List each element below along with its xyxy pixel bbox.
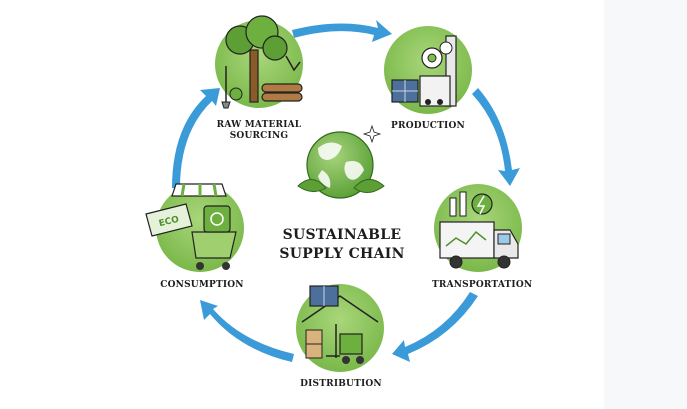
warehouse-forklift-icon: [296, 284, 384, 372]
cycle-arrows: [172, 20, 520, 362]
arrow-raw-to-production: [292, 20, 392, 42]
title-line2: SUPPLY CHAIN: [279, 246, 405, 262]
right-edge-panel: [604, 0, 687, 409]
arrow-consumption-to-raw: [172, 88, 220, 188]
label-transportation: TRANSPORTATION: [432, 280, 532, 290]
eco-tag-label: ECO: [158, 215, 181, 230]
eco-shopping-cart-icon: ECO: [145, 183, 244, 272]
label-raw-line1: RAW MATERIAL: [216, 120, 302, 130]
label-transportation-text: TRANSPORTATION: [432, 280, 533, 290]
label-raw-line2: SOURCING: [229, 131, 289, 141]
arrow-transportation-to-distribution: [392, 292, 478, 362]
label-consumption: CONSUMPTION: [156, 280, 248, 290]
label-distribution-text: DISTRIBUTION: [300, 379, 382, 389]
globe-leaves-icon: [297, 124, 385, 199]
label-distribution: DISTRIBUTION: [296, 379, 386, 389]
delivery-truck-icon: [434, 184, 522, 272]
title-line1: SUSTAINABLE: [282, 227, 402, 243]
label-consumption-text: CONSUMPTION: [160, 280, 244, 290]
label-production-text: PRODUCTION: [391, 121, 465, 131]
diagram-title: SUSTAINABLE SUPPLY CHAIN: [262, 226, 422, 264]
arrow-production-to-transportation: [472, 88, 520, 186]
arrow-distribution-to-consumption: [200, 300, 294, 362]
tree-logging-icon: [215, 15, 303, 109]
label-production: PRODUCTION: [386, 121, 470, 131]
label-raw-material-sourcing: RAW MATERIAL SOURCING: [214, 120, 304, 142]
factory-solar-icon: [384, 26, 472, 114]
